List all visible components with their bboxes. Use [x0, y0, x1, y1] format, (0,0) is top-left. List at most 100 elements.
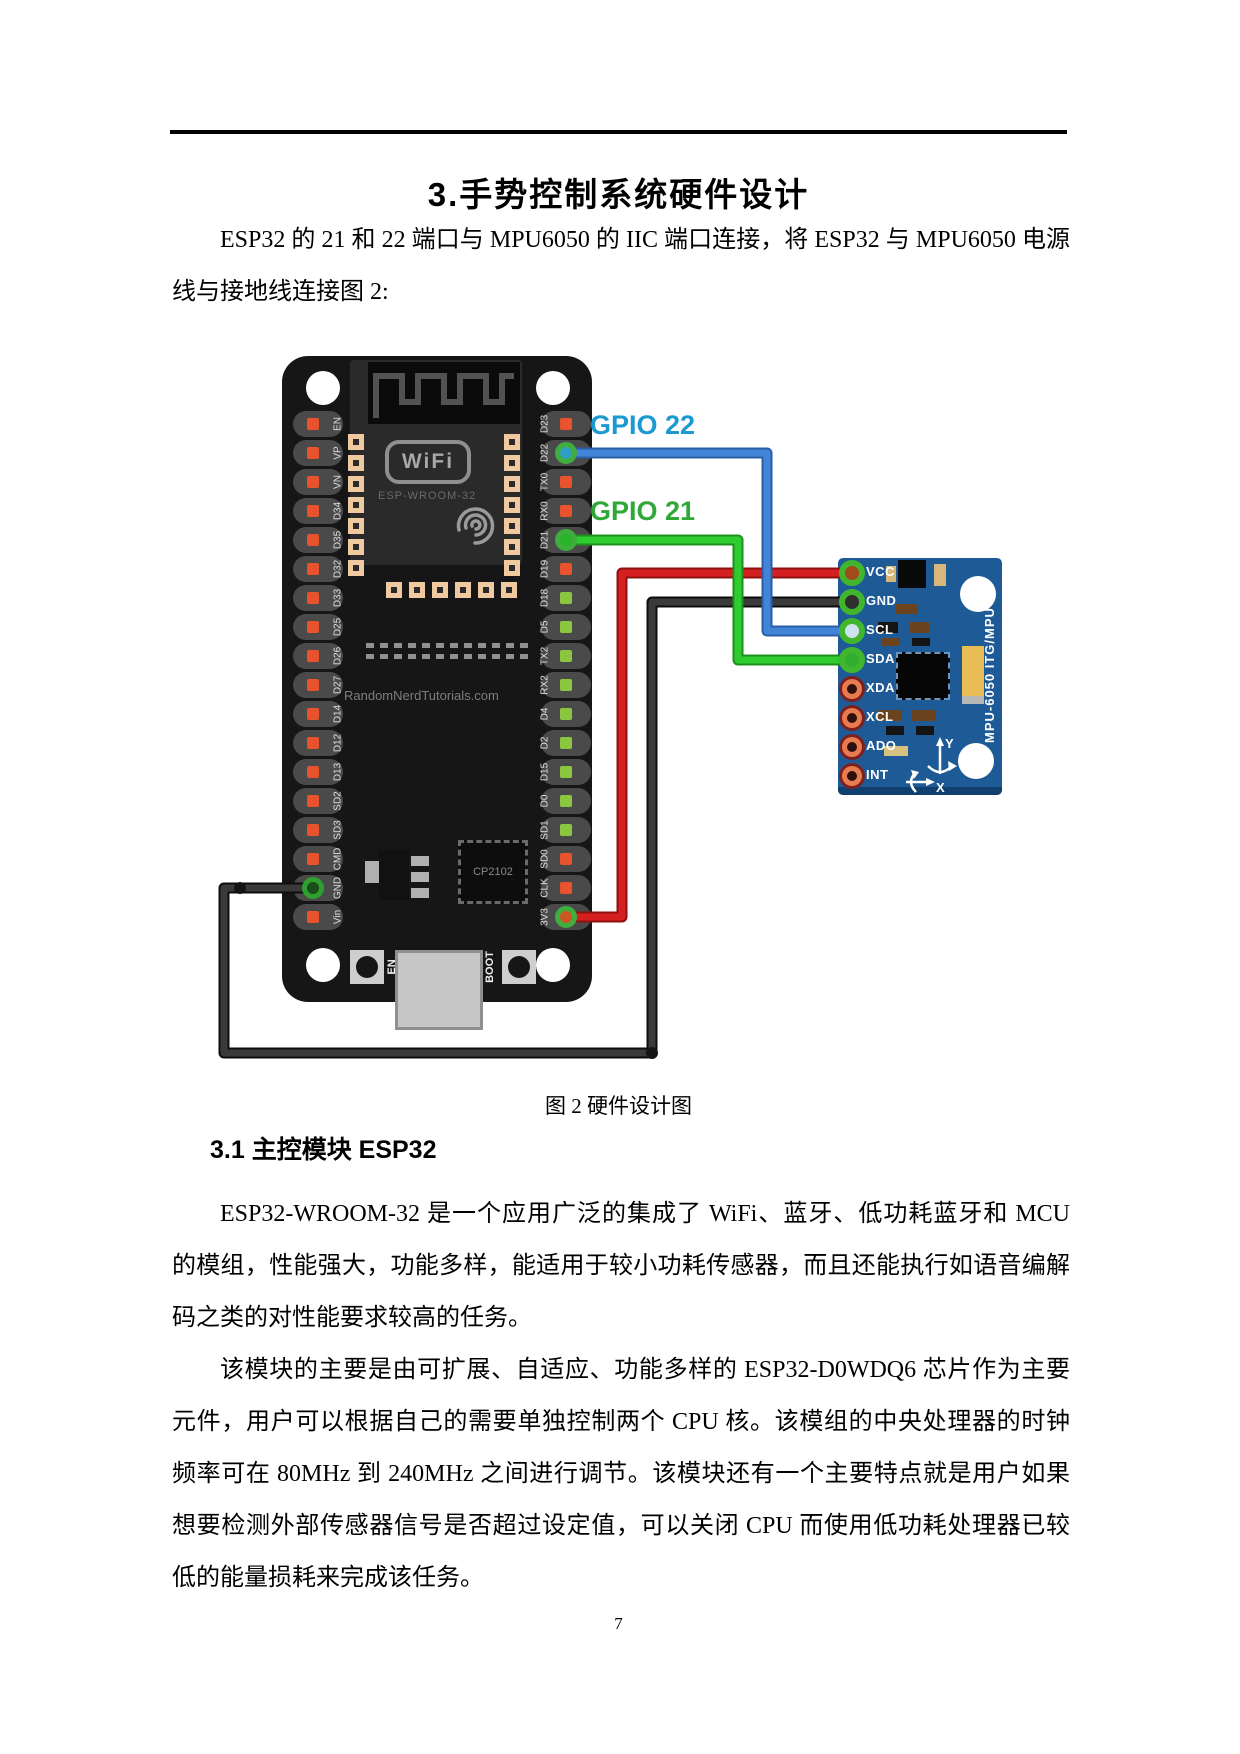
module-solder-pad [504, 560, 520, 576]
mounting-hole [536, 371, 570, 405]
module-solder-pad [504, 539, 520, 555]
esp32-pin-label: D2 [539, 736, 551, 750]
boot-button-label: BOOT [484, 951, 496, 983]
esp32-pin-label: TX0 [539, 472, 551, 492]
esp32-pin-label: D5 [539, 620, 551, 634]
mpu-ic-chip [896, 652, 950, 700]
usb-uart-chip: CP2102 [458, 840, 528, 904]
gpio21-label: GPIO 21 [590, 496, 696, 526]
pin-pad [307, 563, 319, 575]
esp32-gnd-connection-ring [302, 877, 324, 899]
esp32-pin-label: D35 [332, 530, 344, 550]
smd-component [912, 710, 936, 721]
mpu-pin-label: INT [866, 767, 889, 782]
pin-pad [307, 911, 319, 923]
esp32-pin-label: D12 [332, 733, 344, 753]
pin-pad [307, 679, 319, 691]
esp32-pin-label: D19 [539, 559, 551, 579]
mpu-pin-label: ADO [866, 738, 897, 753]
module-solder-pad [432, 582, 448, 598]
pin-pad [560, 795, 572, 807]
pin-pad [560, 650, 572, 662]
smd-component [910, 622, 930, 633]
axis-orientation-icon: Y X [906, 736, 957, 794]
mpu-scl-connection-ring [839, 618, 865, 644]
pin-pad [307, 534, 319, 546]
mpu-pin-XDA [839, 676, 865, 702]
esp32-pin-label: SD1 [539, 820, 551, 840]
smd-component [896, 604, 918, 614]
esp32-pin-label: GND [332, 876, 344, 900]
module-solder-pad [348, 518, 364, 534]
esp32-pin-label: D22 [539, 443, 551, 463]
mpu-sda-connection-ring [839, 647, 865, 673]
pin-pad [307, 824, 319, 836]
module-solder-pad [504, 434, 520, 450]
mpu-pin-INT [839, 763, 865, 789]
mpu-pin-label: XDA [866, 680, 895, 695]
smd-component [886, 566, 896, 582]
module-solder-pad [348, 455, 364, 471]
mpu-gnd-connection-ring [839, 589, 865, 615]
pin-pad [307, 447, 319, 459]
pin-pad [307, 737, 319, 749]
pin-pad [307, 766, 319, 778]
mpu-pin-hole [847, 713, 857, 723]
esp32-pin-label: D15 [539, 762, 551, 782]
pin-pad [560, 621, 572, 633]
pin-pad [560, 737, 572, 749]
antenna-zigzag-icon [373, 373, 514, 418]
page-title: 3.手势控制系统硬件设计 [427, 176, 810, 214]
esp32-pin-label: SD2 [332, 791, 344, 811]
boot-button [502, 950, 536, 984]
wire-gpio22-scl [560, 447, 856, 637]
mpu-vcc-connection-ring [839, 560, 865, 586]
regulator-pin [411, 888, 429, 898]
smd-component [886, 726, 904, 735]
mpu-pin-hole [847, 771, 857, 781]
capacitor-end [962, 696, 984, 704]
smd-component [878, 710, 902, 721]
pin-pad [307, 621, 319, 633]
esp32-pin-label: D23 [539, 414, 551, 434]
solder-dots-row [366, 643, 528, 648]
module-solder-pad [348, 476, 364, 492]
wifi-logo: WiFi [385, 440, 471, 484]
smd-component [878, 622, 898, 633]
pin-pad [560, 563, 572, 575]
esp32-pin-label: VP [332, 446, 344, 460]
esp32-pin-label: RX2 [539, 675, 551, 695]
body-paragraph: 该模块的主要是由可扩展、自适应、功能多样的 ESP32-D0WDQ6 芯片作为主… [172, 1357, 1070, 1591]
mpu-board-label: MPU-6050 ITG/MPU [982, 607, 997, 743]
pin-pad [560, 853, 572, 865]
pin-pad [560, 824, 572, 836]
body-paragraph: ESP32-WROOM-32 是一个应用广泛的集成了 WiFi、蓝牙、低功耗蓝牙… [172, 1201, 1070, 1331]
board-watermark: RandomNerdTutorials.com [344, 688, 499, 703]
mpu-pin-ADO [839, 734, 865, 760]
regulator-pin [411, 872, 429, 882]
mounting-hole [960, 576, 996, 612]
esp32-pin-label: D21 [539, 530, 551, 550]
esp32-board: WiFi ESP-WROOM-32 RandomNerdTutorials.co… [282, 356, 592, 1030]
module-solder-pad [478, 582, 494, 598]
esp32-d21-connection-ring [555, 529, 577, 551]
wire-3v3-vcc [560, 567, 856, 923]
smd-component [934, 564, 946, 586]
pin-pad [560, 679, 572, 691]
mounting-hole [536, 948, 570, 982]
pin-pad [307, 853, 319, 865]
pin-pad [307, 592, 319, 604]
pin-pad [560, 708, 572, 720]
esp32-pin-label: D33 [332, 588, 344, 608]
pin-pad [560, 476, 572, 488]
esp32-pin-label: SD0 [539, 849, 551, 869]
esp32-pin-label: D32 [332, 559, 344, 579]
mpu-pin-label: SDA [866, 651, 895, 666]
smd-component [898, 560, 926, 588]
esp32-pin-label: D27 [332, 675, 344, 695]
esp32-pin-label: CMD [332, 847, 344, 871]
mpu-pin-hole [847, 742, 857, 752]
module-solder-pad [386, 582, 402, 598]
solder-dots-row [366, 654, 528, 659]
